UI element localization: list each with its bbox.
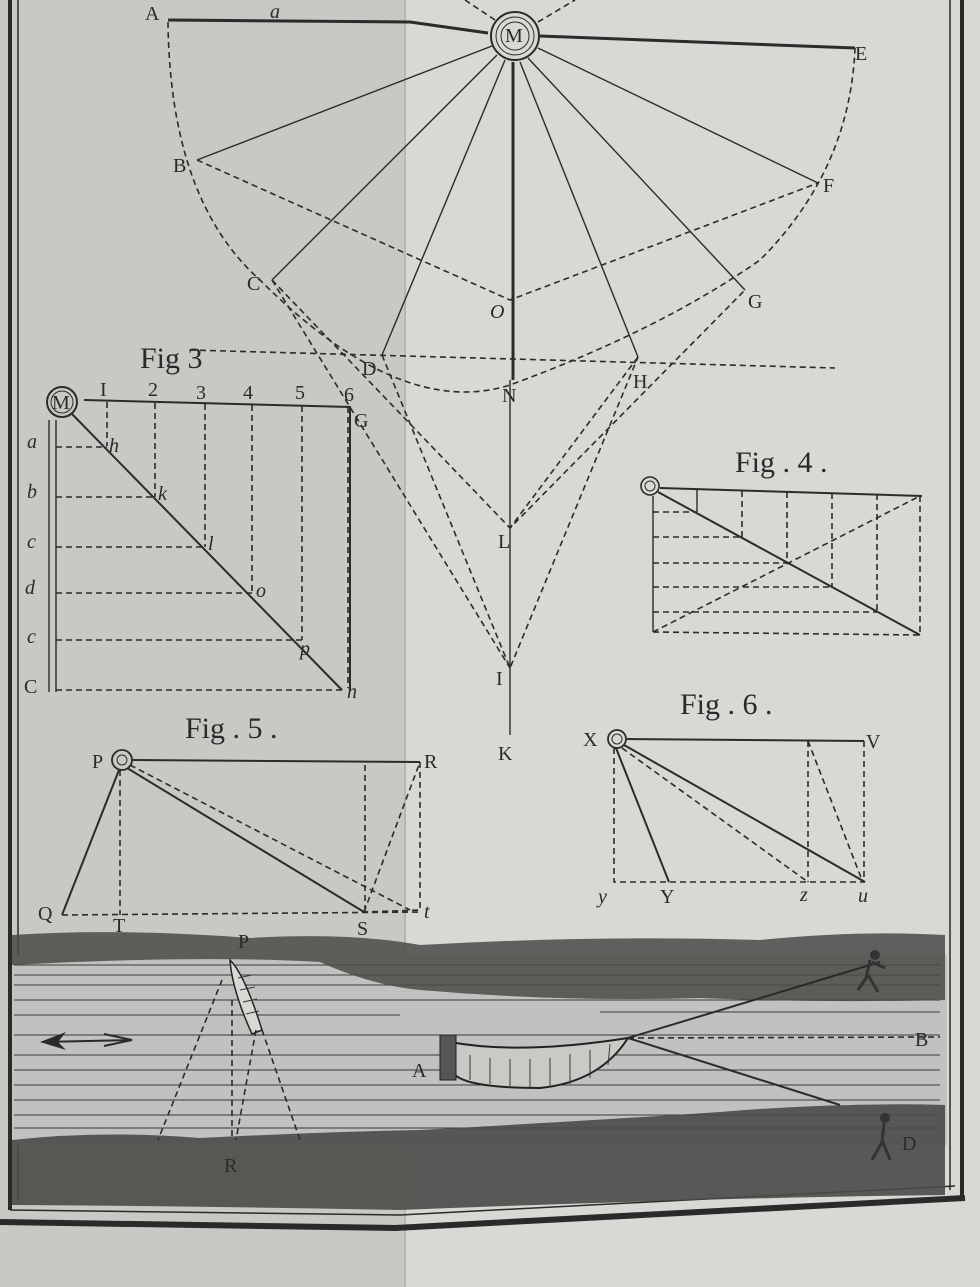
figure-top-fan xyxy=(167,0,856,735)
svg-text:b: b xyxy=(27,481,37,503)
svg-text:C: C xyxy=(24,676,37,698)
svg-text:V: V xyxy=(866,731,881,753)
svg-text:P: P xyxy=(238,931,249,953)
svg-text:Y: Y xyxy=(660,886,674,908)
fig4-title: Fig . 4 . xyxy=(735,446,828,479)
fig6-title: Fig . 6 . xyxy=(680,688,773,721)
svg-text:H: H xyxy=(633,371,647,393)
fig5-title: Fig . 5 . xyxy=(185,712,278,745)
large-boat-icon xyxy=(439,1034,631,1090)
svg-text:N: N xyxy=(502,385,516,407)
svg-text:L: L xyxy=(498,531,510,553)
small-boat-icon xyxy=(229,958,263,1035)
svg-text:D: D xyxy=(902,1133,916,1155)
svg-text:6: 6 xyxy=(344,384,354,406)
svg-text:G: G xyxy=(748,291,762,313)
svg-text:a: a xyxy=(270,1,280,23)
svg-text:A: A xyxy=(412,1060,427,1082)
svg-text:R: R xyxy=(224,1155,238,1177)
svg-text:t: t xyxy=(424,901,430,923)
svg-text:C: C xyxy=(247,273,260,295)
svg-text:z: z xyxy=(799,884,808,906)
fig3-top-ticks: I 2 3 4 5 6 xyxy=(100,379,354,406)
svg-text:R: R xyxy=(424,751,438,773)
svg-text:l: l xyxy=(208,533,214,555)
fig3-diagonal-labels: h k l o p n xyxy=(109,435,357,703)
svg-text:y: y xyxy=(596,886,607,908)
svg-text:p: p xyxy=(298,638,310,660)
man-pulling-rope-far-icon xyxy=(856,950,886,993)
fig3: Fig 3 M I 2 3 4 5 6 G a b c d c C h k xyxy=(24,342,368,703)
svg-text:S: S xyxy=(357,918,368,940)
svg-text:O: O xyxy=(490,301,504,323)
svg-text:B: B xyxy=(173,155,186,177)
svg-text:2: 2 xyxy=(148,379,158,401)
svg-text:D: D xyxy=(362,358,376,380)
svg-text:T: T xyxy=(113,915,125,937)
svg-text:5: 5 xyxy=(295,382,305,404)
man-pulling-rope-near-icon xyxy=(870,1113,892,1161)
figure-top-labels: A a M E B F C G O D H N L I K xyxy=(145,1,867,765)
current-arrow-icon xyxy=(40,1032,133,1050)
svg-text:F: F xyxy=(823,175,834,197)
svg-text:h: h xyxy=(109,435,119,457)
svg-text:B: B xyxy=(915,1029,928,1051)
svg-text:X: X xyxy=(583,729,598,751)
svg-text:d: d xyxy=(25,577,36,599)
svg-text:E: E xyxy=(855,43,867,65)
fig4: Fig . 4 . xyxy=(640,446,923,636)
svg-text:4: 4 xyxy=(243,382,253,404)
svg-text:3: 3 xyxy=(196,382,206,404)
fig5: Fig . 5 . P R Q T S t xyxy=(38,712,438,940)
svg-text:M: M xyxy=(52,392,70,414)
svg-text:u: u xyxy=(858,885,868,907)
svg-text:a: a xyxy=(27,431,37,453)
svg-text:P: P xyxy=(92,751,103,773)
svg-text:o: o xyxy=(256,580,266,602)
fig6: Fig . 6 . X V y Y z u xyxy=(583,688,881,908)
svg-text:c: c xyxy=(27,626,36,648)
svg-text:G: G xyxy=(354,410,368,432)
svg-text:A: A xyxy=(145,3,160,25)
svg-text:I: I xyxy=(100,379,107,401)
fig3-left-labels: a b c d c C xyxy=(24,431,37,698)
river-scene: P A B D R xyxy=(12,931,947,1210)
svg-text:k: k xyxy=(158,483,168,505)
svg-text:I: I xyxy=(496,668,503,690)
svg-text:K: K xyxy=(498,743,513,765)
svg-text:Q: Q xyxy=(38,903,53,925)
svg-text:n: n xyxy=(347,681,357,703)
svg-text:M: M xyxy=(505,25,523,47)
svg-text:c: c xyxy=(27,531,36,553)
fig3-title: Fig 3 xyxy=(140,342,203,375)
